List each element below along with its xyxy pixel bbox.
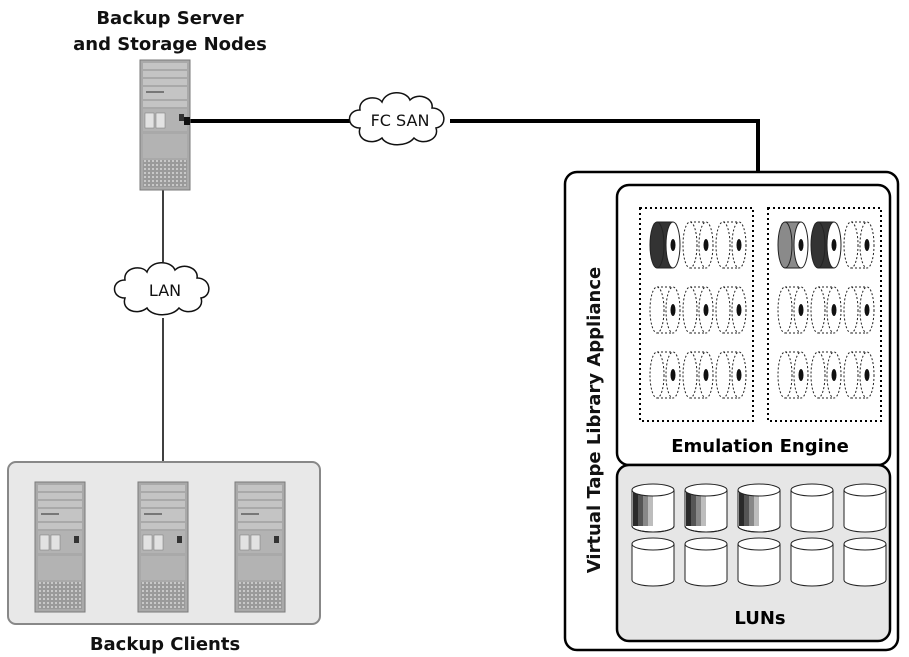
luns-label: LUNs [734,608,785,629]
tape-cartridge-icon [810,351,842,399]
tape-cartridge-icon [649,221,681,269]
tape-cartridge-icon [682,286,714,334]
tape-cartridge-icon [682,351,714,399]
client-server-icon-3 [234,481,286,613]
lan-cloud-icon: LAN [113,261,210,316]
tape-cartridge-icon [843,351,875,399]
lun-disk-icon [790,537,834,587]
tape-cartridge-icon [649,286,681,334]
backup-server-title-line2: and Storage Nodes [73,34,267,55]
lun-disk-icon [684,483,728,533]
tape-cartridge-icon [810,286,842,334]
tape-cartridge-icon [715,351,747,399]
tape-cartridge-icon [682,221,714,269]
fc-san-cloud-icon: FC SAN [348,91,445,146]
tape-cartridge-icon [810,221,842,269]
vtl-appliance-label: Virtual Tape Library Appliance [584,267,605,573]
tape-group-box [767,207,882,422]
backup-server-title: Backup Server and Storage Nodes [60,6,280,58]
client-server-icon-2 [137,481,189,613]
tape-cartridge-icon [649,351,681,399]
tape-cartridge-icon [843,286,875,334]
backup-server-icon [139,59,191,191]
tape-cartridge-icon [715,286,747,334]
lun-disk-icon [684,537,728,587]
lun-disk-icon [737,483,781,533]
lun-disk-grid [631,483,887,587]
fc-san-label: FC SAN [371,111,430,130]
server-fc-port [184,117,190,125]
lun-disk-icon [631,483,675,533]
lun-disk-icon [843,537,887,587]
backup-clients-title: Backup Clients [89,634,241,655]
tape-cartridge-icon [843,221,875,269]
emulation-engine-label: Emulation Engine [671,436,849,457]
lan-label: LAN [149,281,181,300]
client-server-icon-1 [34,481,86,613]
lun-disk-icon [843,483,887,533]
tape-library-groups [639,207,882,422]
tape-group-box [639,207,754,422]
tape-cartridge-icon [777,221,809,269]
tape-cartridge-icon [777,351,809,399]
lun-disk-icon [737,537,781,587]
lun-disk-icon [631,537,675,587]
tape-cartridge-icon [777,286,809,334]
tape-cartridge-icon [715,221,747,269]
backup-server-title-line1: Backup Server [96,8,244,29]
lun-disk-icon [790,483,834,533]
